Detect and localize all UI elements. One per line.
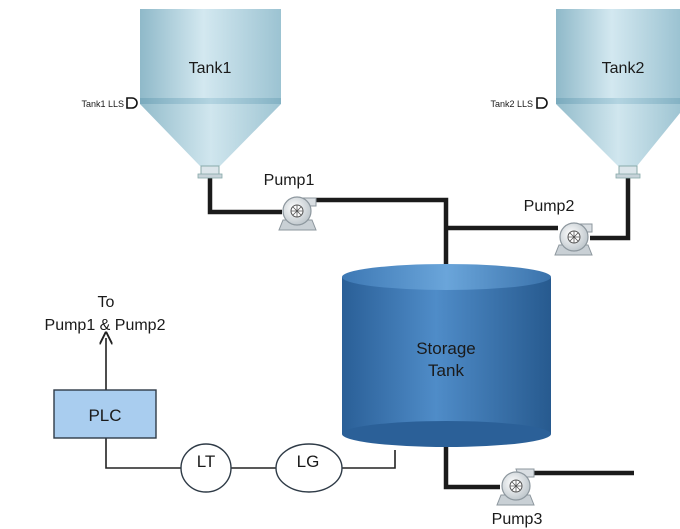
storage-tank-bottom (342, 421, 551, 447)
tank1-cone (140, 104, 281, 166)
lt-instrument (180, 443, 232, 493)
tank1-flange (197, 173, 223, 179)
pump1-blades-icon (291, 205, 303, 217)
tank1-body (140, 9, 281, 100)
storage-tank-top (342, 264, 551, 290)
signal-target-line1: To (98, 294, 115, 311)
tank1-label: Tank1 (189, 60, 232, 77)
plc-label: PLC (88, 406, 121, 425)
tank1-lls-label: Tank1 LLS (81, 99, 124, 109)
pump2-label: Pump2 (524, 198, 575, 215)
signal-wire-plc-to-lt (105, 438, 181, 469)
pipe-pump1-to-junction (314, 197, 449, 268)
pipe-tank2-to-pump2 (590, 176, 631, 241)
lg-label: LG (297, 452, 320, 471)
pump1-label: Pump1 (264, 172, 315, 189)
plc-box (53, 389, 157, 439)
tank2-cone (556, 104, 680, 166)
pump2: Pump2 (524, 198, 593, 256)
tank2-band (556, 98, 680, 104)
pump2-blades-icon (568, 231, 580, 243)
tank1: Tank1 Tank1 LLS (81, 9, 281, 179)
pump1: Pump1 (264, 172, 317, 231)
pipe-network (207, 176, 634, 490)
signal-target-line2: Pump1 & Pump2 (45, 317, 166, 334)
pipe-tank1-to-pump1 (207, 176, 282, 215)
storage-tank-label-line2: Tank (428, 361, 464, 380)
tank1-band (140, 98, 281, 104)
pump3: Pump3 (492, 468, 543, 528)
lt-label: LT (197, 452, 216, 471)
pump3-label: Pump3 (492, 511, 543, 528)
signal-wire-lg-to-tank (342, 450, 396, 469)
control-loop: PLC LT LG To Pump1 & Pump2 (45, 294, 396, 493)
lg-instrument (275, 443, 343, 493)
tank1-level-switch-icon (126, 97, 138, 109)
storage-tank: Storage Tank (342, 264, 551, 447)
tank2-label: Tank2 (602, 60, 645, 77)
tank2: Tank2 Tank2 LLS (490, 9, 680, 179)
tank2-body (556, 9, 680, 100)
tank2-lls-label: Tank2 LLS (490, 99, 533, 109)
storage-tank-body (342, 277, 551, 434)
storage-tank-label-line1: Storage (416, 339, 476, 358)
pump3-blades-icon (510, 480, 522, 492)
tank2-flange (615, 173, 641, 179)
pipe-storage-to-pump3 (443, 446, 500, 490)
tank2-level-switch-icon (536, 97, 548, 109)
